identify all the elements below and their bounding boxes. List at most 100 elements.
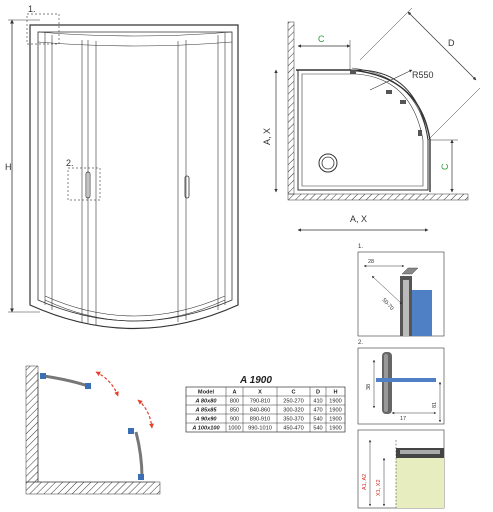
detail-3-label-a1-a2: A1, A2 bbox=[362, 474, 368, 490]
opening-wall-left bbox=[25, 365, 39, 483]
table-cell: 840-860 bbox=[250, 408, 271, 414]
detail-2-handle-shine bbox=[384, 354, 388, 412]
detail-2-box bbox=[67, 167, 101, 201]
table-header-cell: H bbox=[333, 390, 337, 396]
hinge-3 bbox=[400, 100, 406, 104]
frame-outline bbox=[29, 24, 239, 329]
table-header-cell: Model bbox=[198, 390, 215, 396]
detail-2-label-17: 17 bbox=[400, 416, 406, 422]
door-swing-arrow-right bbox=[137, 399, 154, 429]
glass-arc bbox=[296, 69, 431, 192]
detail-2-frame bbox=[357, 347, 445, 425]
bottom-rail bbox=[44, 295, 226, 317]
table-cell: 250-270 bbox=[283, 399, 304, 405]
top-rail bbox=[37, 31, 233, 37]
table-cell: A 100x100 bbox=[191, 426, 220, 432]
table-cell: A 85x85 bbox=[195, 408, 218, 414]
d-dimension bbox=[407, 11, 477, 81]
table-cell: 410 bbox=[313, 399, 322, 405]
table-header-cell: A bbox=[232, 390, 236, 396]
top-rail-inner bbox=[37, 41, 233, 47]
detail-1-cap bbox=[401, 267, 419, 275]
table-cell: 850 bbox=[230, 408, 239, 414]
detail-2-marker: 2. bbox=[66, 158, 74, 168]
detail-1-title: 1. bbox=[358, 244, 363, 250]
hinge-icon-3 bbox=[128, 428, 134, 434]
wall-left bbox=[287, 21, 295, 195]
table-cell: 1900 bbox=[329, 417, 341, 423]
hinge-1 bbox=[350, 70, 356, 74]
table-border bbox=[185, 386, 346, 433]
hinge-icon-4 bbox=[138, 474, 144, 480]
shower-tray-inner bbox=[301, 73, 424, 187]
drain-outer bbox=[318, 153, 338, 173]
detail-2: 2. 38 17 81 bbox=[357, 340, 445, 425]
hinge-icon-2 bbox=[85, 383, 91, 389]
hinge-icon-1 bbox=[40, 373, 46, 379]
table-header-cell: D bbox=[316, 390, 320, 396]
detail-1-profile-inner bbox=[403, 280, 409, 336]
table-title: A 1900 bbox=[239, 375, 272, 386]
table-cell: 540 bbox=[313, 417, 322, 423]
radius-leader bbox=[369, 69, 413, 91]
ax-side-label: A, X bbox=[262, 128, 272, 145]
table-cell: 800 bbox=[230, 399, 239, 405]
detail-1-box bbox=[26, 13, 60, 45]
glass-arc-outer bbox=[351, 67, 429, 141]
table-cell: 900 bbox=[230, 417, 239, 423]
height-label: H bbox=[5, 162, 12, 172]
detail-1-marker: 1. bbox=[28, 4, 36, 14]
wall-bottom bbox=[287, 193, 469, 201]
hinge-4 bbox=[418, 130, 422, 136]
table-cell: 350-370 bbox=[283, 417, 304, 423]
table-header-cell: C bbox=[291, 390, 295, 396]
hinge-2 bbox=[386, 90, 392, 94]
table-cell: 450-470 bbox=[283, 426, 304, 432]
table-cell: 1000 bbox=[228, 426, 240, 432]
fixed-panel-left bbox=[43, 374, 89, 388]
front-view: H 1. 2. bbox=[5, 4, 239, 329]
detail-3-profile-inner bbox=[400, 450, 440, 454]
detail-1-dim-50-70 bbox=[371, 275, 403, 305]
table-cell: 1900 bbox=[329, 426, 341, 432]
table-cell: A 80x80 bbox=[195, 399, 218, 405]
ax-bottom-label: A, X bbox=[350, 214, 367, 224]
d-ext-1 bbox=[359, 7, 413, 61]
fixed-panel-right bbox=[134, 431, 144, 479]
detail-2-label-81: 81 bbox=[432, 402, 438, 408]
table-cell: 890-910 bbox=[250, 417, 271, 423]
c-right-label: C bbox=[440, 163, 450, 170]
detail-2-label-38: 38 bbox=[366, 384, 372, 390]
bottom-rail-inner bbox=[44, 299, 226, 322]
frame-inner bbox=[37, 31, 233, 322]
detail-2-glass bbox=[376, 378, 436, 382]
table-cell: 300-320 bbox=[283, 408, 304, 414]
table-cell: 790-810 bbox=[250, 399, 271, 405]
radius-label: R550 bbox=[412, 70, 434, 80]
table-cell: 540 bbox=[313, 426, 322, 432]
table-cell: A 90x90 bbox=[195, 417, 218, 423]
shower-tray bbox=[297, 69, 429, 191]
door-swing-arrow-left bbox=[95, 371, 119, 397]
detail-2-title: 2. bbox=[358, 340, 363, 346]
detail-3-wall bbox=[396, 456, 444, 508]
opening-wall-bottom bbox=[25, 481, 161, 495]
detail-1-label-28: 28 bbox=[368, 259, 374, 265]
dimension-table: A 1900 Model A X C D H A 80x80 800 790-810 250-27… bbox=[185, 375, 346, 433]
d-label: D bbox=[448, 38, 455, 48]
table-cell: 1900 bbox=[329, 408, 341, 414]
c-top-label: C bbox=[318, 34, 325, 44]
table-cell: 470 bbox=[313, 408, 322, 414]
detail-3-label-x1-x2: X1, X2 bbox=[376, 479, 382, 496]
detail-3: A1, A2 X1, X2 bbox=[357, 429, 445, 509]
door-handle-left bbox=[85, 171, 91, 199]
detail-1: 1. 28 50-70 bbox=[357, 244, 445, 337]
opening-diagram bbox=[25, 365, 161, 495]
door-handle-right bbox=[184, 175, 190, 199]
drain-inner bbox=[321, 156, 335, 170]
detail-1-glass bbox=[412, 290, 432, 336]
table-cell: 990-1010 bbox=[248, 426, 272, 432]
d-ext-2 bbox=[427, 87, 481, 141]
table-header-cell: X bbox=[258, 390, 262, 396]
